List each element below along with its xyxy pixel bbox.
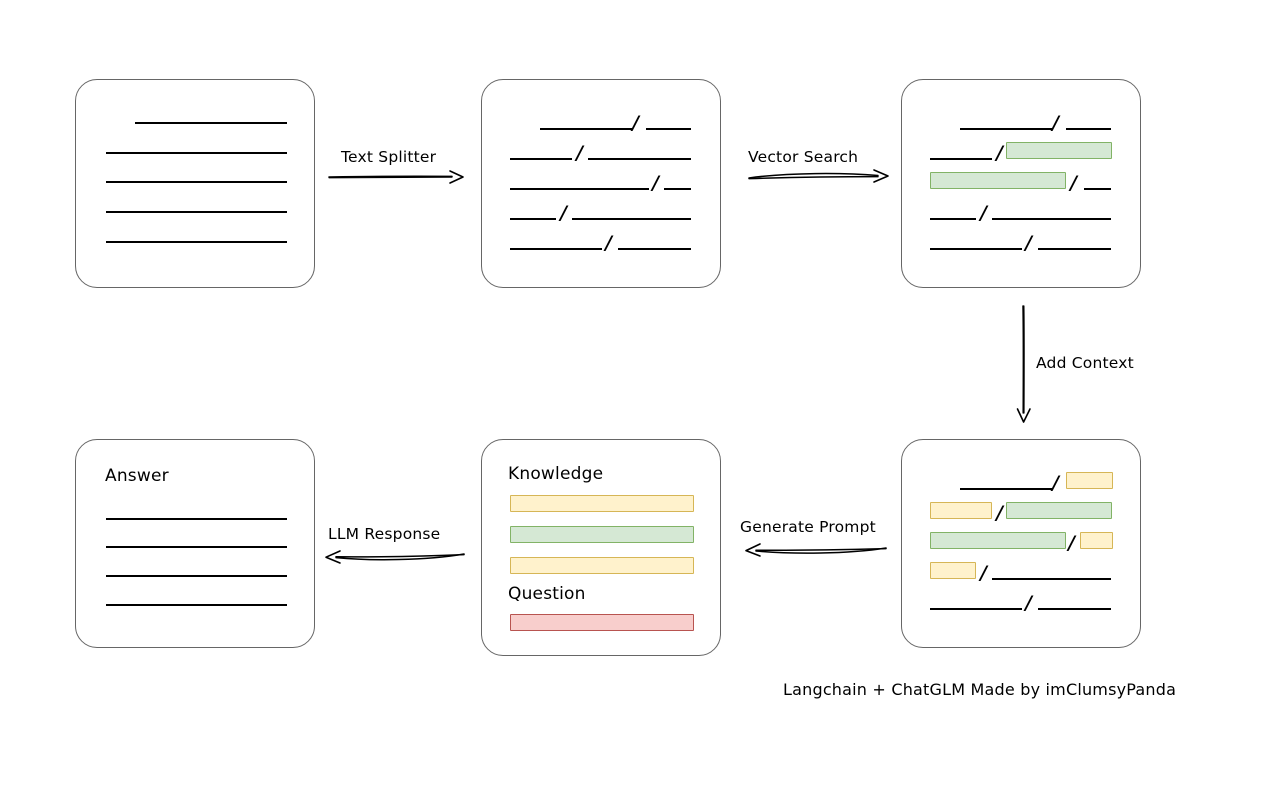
chunk-segment: [960, 128, 1053, 130]
edge-arrow-add-context: [1016, 305, 1031, 423]
chunk-segment: [510, 218, 556, 220]
chunk-segment: [992, 578, 1111, 580]
chunk-segment: [1066, 128, 1111, 130]
chunk-segment: [930, 158, 992, 160]
edge-arrow-generate-prompt: [745, 543, 887, 557]
answer-line: [106, 575, 287, 577]
document-line: [106, 181, 287, 183]
chunk-separator-slash: /: [1070, 172, 1077, 194]
chunk-separator-slash: /: [996, 502, 1003, 524]
chunk-separator-slash: /: [652, 172, 659, 194]
prompt-question-label: Question: [508, 584, 586, 604]
edge-label-llm-response: LLM Response: [328, 525, 441, 543]
chunk-separator-slash: /: [1025, 592, 1032, 614]
edge-label-vector-search: Vector Search: [748, 148, 859, 166]
chunk-segment: [588, 158, 691, 160]
edge-arrow-vector-search: [748, 169, 889, 183]
chunk-separator-slash: /: [980, 562, 987, 584]
node-answer[interactable]: [75, 439, 315, 648]
chunk-segment: [930, 608, 1022, 610]
chunk-segment: [1038, 248, 1111, 250]
chunk-segment: [572, 218, 691, 220]
document-line: [106, 241, 287, 243]
chunk-segment: [618, 248, 691, 250]
edge-arrow-text-splitter: [328, 170, 464, 184]
chunk-segment: [646, 128, 691, 130]
question-bar-red: [510, 614, 694, 631]
chunk-separator-slash: /: [632, 112, 639, 134]
knowledge-bar-yellow: [510, 557, 694, 574]
node-split-chunks[interactable]: [481, 79, 721, 288]
answer-line: [106, 518, 287, 520]
chunk-chip-green: [930, 532, 1066, 549]
chunk-separator-slash: /: [1052, 112, 1059, 134]
document-line: [135, 122, 287, 124]
chunk-segment: [1084, 188, 1111, 190]
chunk-segment: [992, 218, 1111, 220]
edge-label-text-splitter: Text Splitter: [341, 148, 437, 166]
chunk-separator-slash: /: [1068, 532, 1075, 554]
chunk-chip-yellow: [930, 562, 976, 579]
document-line: [106, 211, 287, 213]
chunk-separator-slash: /: [980, 202, 987, 224]
answer-line: [106, 604, 287, 606]
chunk-segment: [930, 218, 976, 220]
prompt-knowledge-label: Knowledge: [508, 464, 604, 484]
chunk-separator-slash: /: [996, 142, 1003, 164]
chunk-chip-yellow: [930, 502, 992, 519]
chunk-segment: [540, 128, 633, 130]
chunk-segment: [510, 158, 572, 160]
chunk-chip-yellow: [1066, 472, 1113, 489]
chunk-segment: [1038, 608, 1111, 610]
document-line: [106, 152, 287, 154]
chunk-chip-green: [1006, 502, 1112, 519]
node-source-document[interactable]: [75, 79, 315, 288]
chunk-chip-green: [1006, 142, 1112, 159]
knowledge-bar-yellow: [510, 495, 694, 512]
answer-label: Answer: [105, 466, 169, 486]
edge-arrow-llm-response: [325, 550, 465, 564]
chunk-chip-yellow: [1080, 532, 1113, 549]
diagram-caption: Langchain + ChatGLM Made by imClumsyPand…: [783, 680, 1177, 699]
chunk-separator-slash: /: [1025, 232, 1032, 254]
chunk-segment: [960, 488, 1053, 490]
chunk-separator-slash: /: [605, 232, 612, 254]
chunk-segment: [510, 188, 649, 190]
chunk-segment: [664, 188, 691, 190]
answer-line: [106, 546, 287, 548]
knowledge-bar-green: [510, 526, 694, 543]
chunk-separator-slash: /: [560, 202, 567, 224]
chunk-chip-green: [930, 172, 1066, 189]
chunk-separator-slash: /: [1052, 472, 1059, 494]
chunk-segment: [510, 248, 602, 250]
chunk-separator-slash: /: [576, 142, 583, 164]
chunk-segment: [930, 248, 1022, 250]
edge-label-add-context: Add Context: [1036, 354, 1134, 372]
edge-label-generate-prompt: Generate Prompt: [740, 518, 876, 536]
